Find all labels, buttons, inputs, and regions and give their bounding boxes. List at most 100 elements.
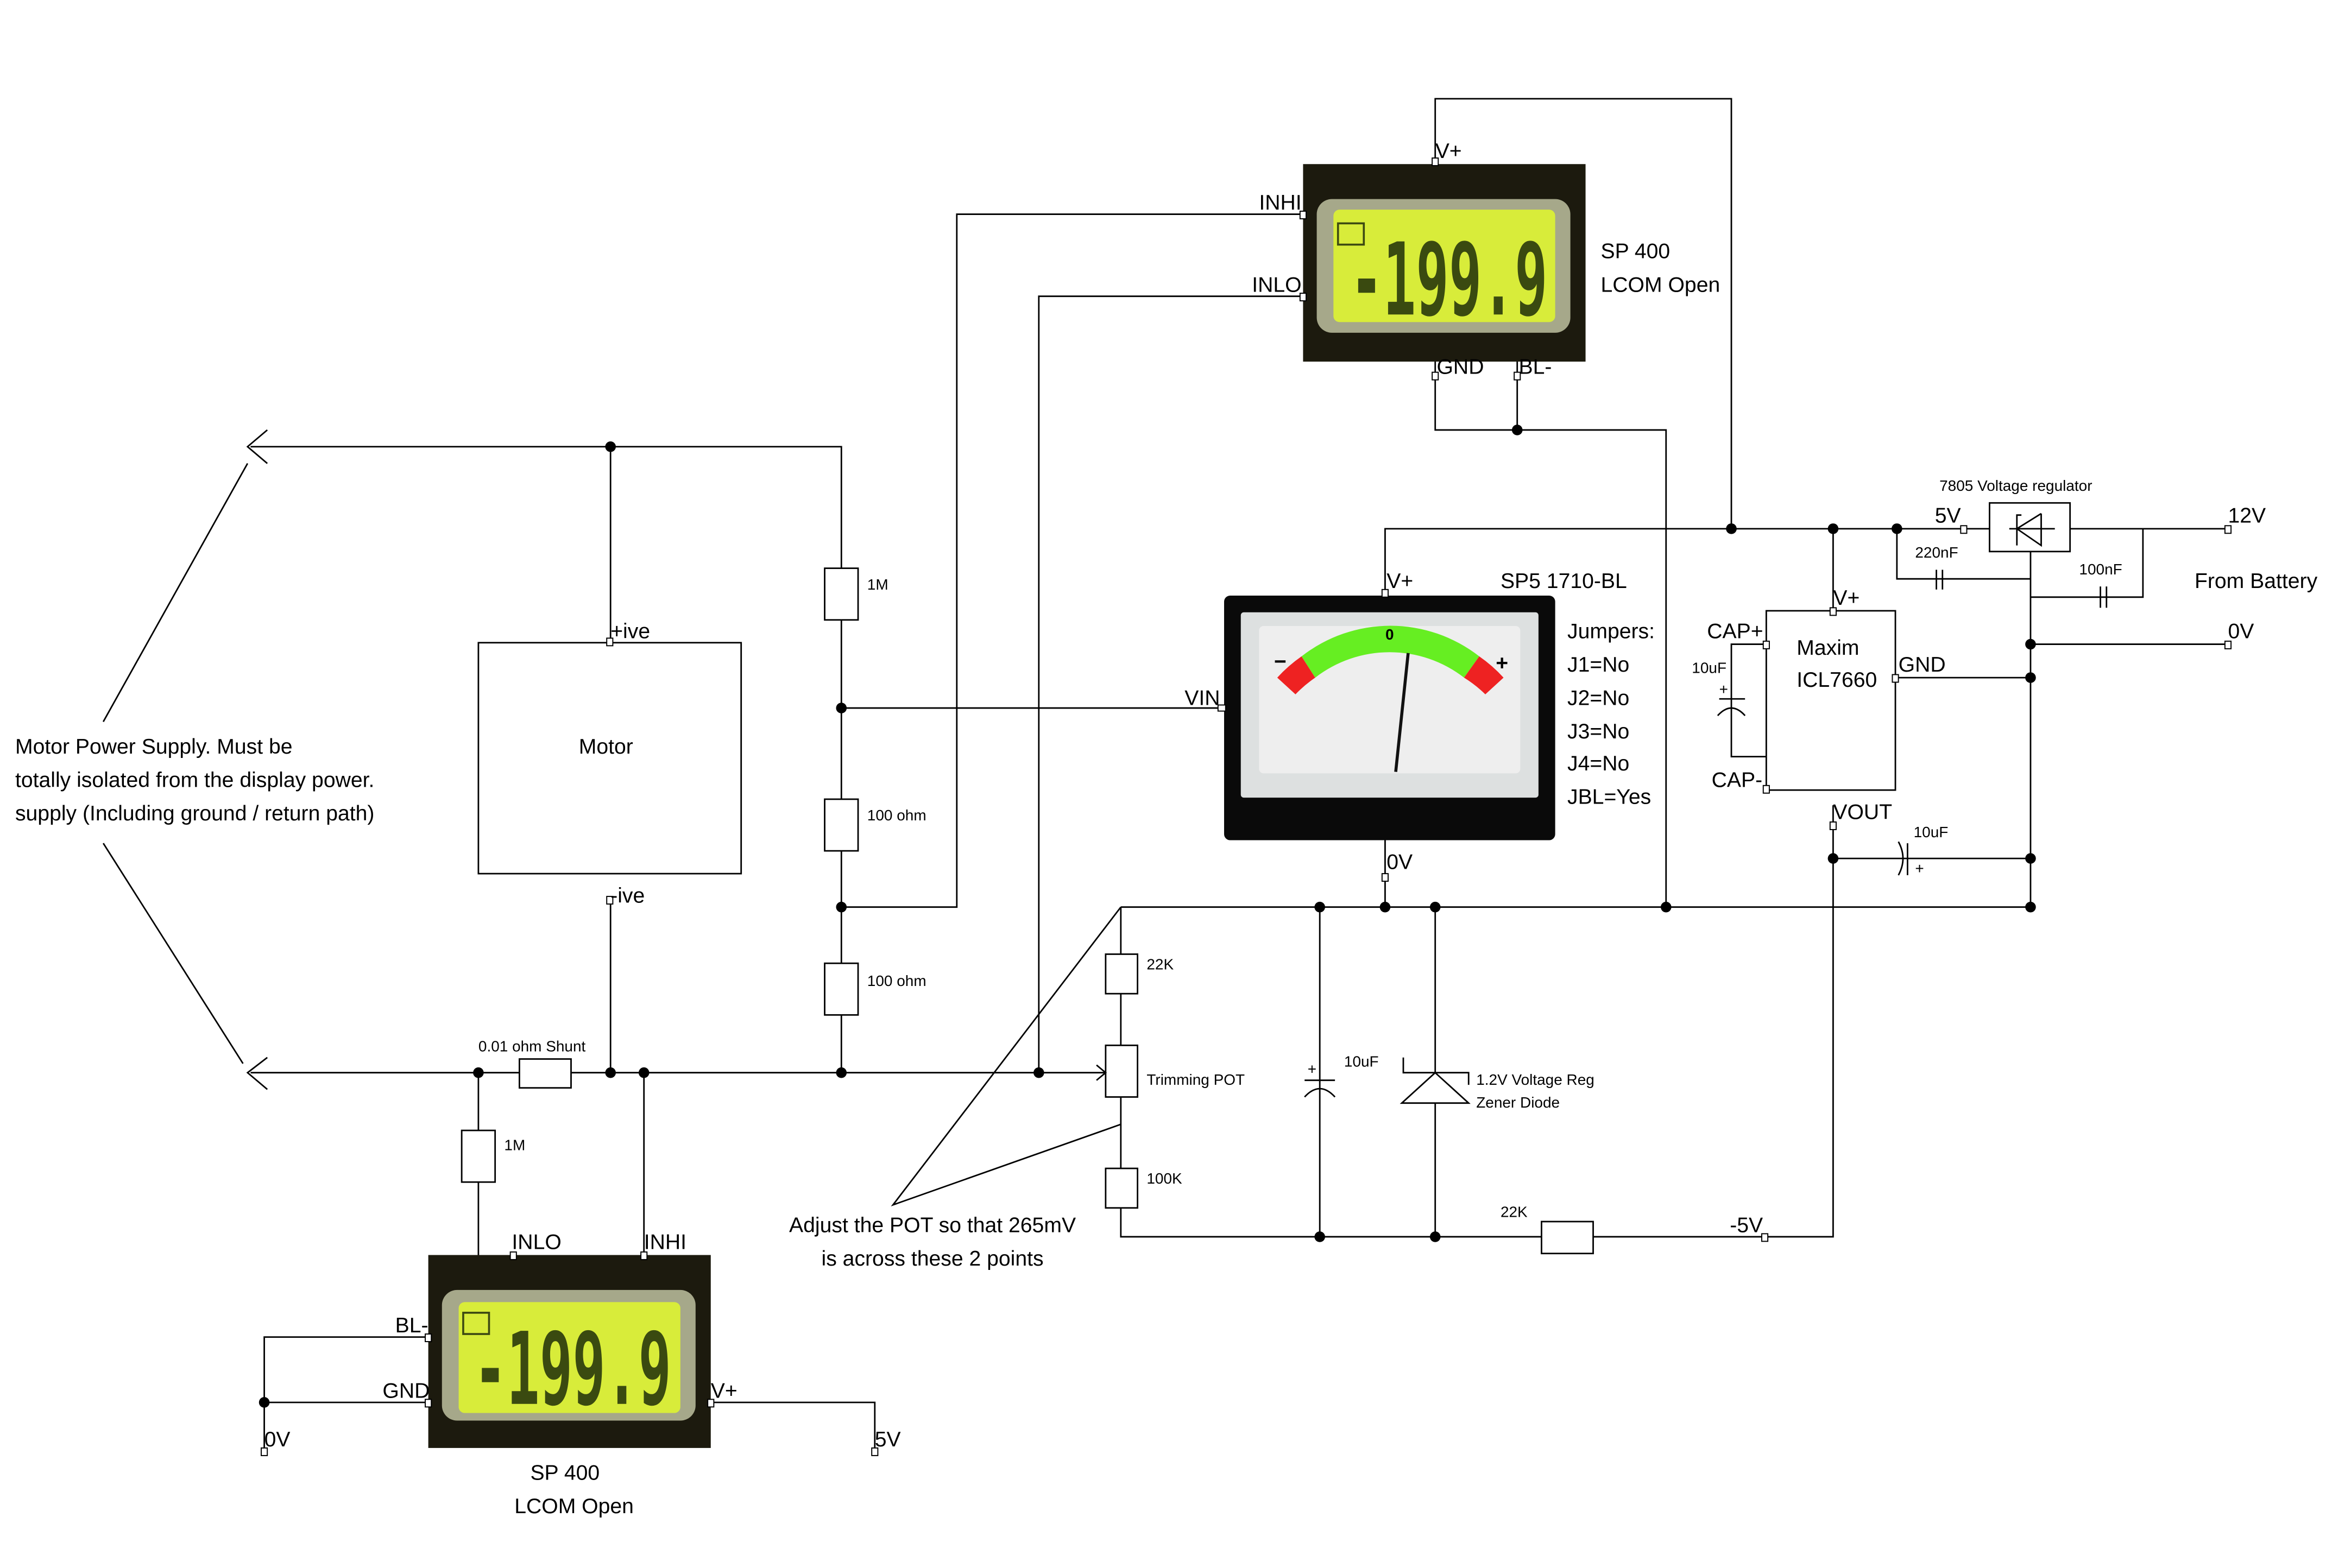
motor-label: Motor: [579, 735, 633, 758]
svg-text:Maxim: Maxim: [1797, 636, 1859, 660]
motor-block: Motor +ive -ive: [477, 619, 742, 907]
svg-text:Zener Diode: Zener Diode: [1476, 1094, 1560, 1111]
svg-text:Motor Power Supply. Must be: Motor Power Supply. Must be: [15, 735, 293, 758]
motor-neg-pin: -ive: [610, 884, 645, 907]
svg-text:CAP-: CAP-: [1712, 769, 1763, 792]
svg-text:LCOM Open: LCOM Open: [514, 1495, 634, 1518]
meter-needle: [1394, 653, 1410, 772]
battery-icon: [462, 1312, 490, 1335]
svg-text:1M: 1M: [867, 576, 888, 593]
svg-text:100 ohm: 100 ohm: [867, 972, 926, 989]
svg-text:supply (Including ground / ret: supply (Including ground / return path): [15, 802, 374, 825]
svg-text:Trimming POT: Trimming POT: [1146, 1071, 1245, 1088]
svg-text:22K: 22K: [1501, 1204, 1528, 1221]
cap-ref-10uf: + 10uF: [1304, 1053, 1379, 1098]
svg-text:+: +: [1496, 652, 1508, 675]
svg-text:10uF: 10uF: [1692, 660, 1726, 676]
lcd-top: -199.9 V+ INHI INLO GND BL- SP 400 LCOM …: [1252, 140, 1720, 381]
svg-text:INHI: INHI: [644, 1230, 686, 1254]
jumper-j3: J3=No: [1567, 720, 1629, 743]
zener-diode: 1.2V Voltage Reg Zener Diode: [1400, 1057, 1594, 1111]
svg-text:GND: GND: [1436, 355, 1484, 378]
shunt-resistor: 0.01 ohm Shunt: [478, 1038, 586, 1089]
meter-scale-green: [1301, 625, 1479, 678]
svg-text:SP5 1710-BL: SP5 1710-BL: [1501, 570, 1627, 593]
svg-text:totally isolated from the disp: totally isolated from the display power.: [15, 769, 374, 792]
svg-text:Jumpers:: Jumpers:: [1567, 619, 1655, 643]
jumper-j4: J4=No: [1567, 752, 1629, 775]
svg-text:INLO: INLO: [512, 1230, 561, 1254]
svg-text:VOUT: VOUT: [1833, 800, 1892, 824]
svg-text:V+: V+: [1435, 140, 1462, 163]
svg-text:220nF: 220nF: [1915, 544, 1958, 561]
svg-text:0V: 0V: [2228, 619, 2254, 643]
cap-out-10uf: 10uF +: [1898, 824, 1949, 877]
battery-icon: [1337, 222, 1365, 246]
svg-text:0V: 0V: [264, 1428, 291, 1451]
jumper-jbl: JBL=Yes: [1567, 785, 1651, 808]
svg-text:10uF: 10uF: [1914, 824, 1949, 840]
pot-note-line2: is across these 2 points: [822, 1247, 1044, 1270]
svg-text:-5V: -5V: [1730, 1214, 1763, 1237]
meter-scale-red-left: [1277, 656, 1315, 694]
meter-scale-red-right: [1464, 656, 1504, 694]
svg-text:LCOM Open: LCOM Open: [1601, 273, 1720, 296]
svg-text:100nF: 100nF: [2079, 561, 2122, 578]
svg-text:BL-: BL-: [1519, 355, 1552, 378]
svg-text:1.2V Voltage Reg: 1.2V Voltage Reg: [1476, 1071, 1594, 1088]
reference-network: 22K Trimming POT 100K + 10uF 1.2V Voltag…: [789, 953, 1769, 1270]
svg-text:From Battery: From Battery: [2195, 570, 2318, 593]
svg-text:GND: GND: [1899, 653, 1946, 676]
svg-text:100K: 100K: [1146, 1170, 1182, 1187]
svg-text:BL-: BL-: [395, 1314, 428, 1337]
jumper-j2: J2=No: [1567, 686, 1629, 710]
resistor-1m-bottom: 1M: [461, 1129, 525, 1183]
cap-100nf: 100nF: [2079, 561, 2122, 608]
motor-pos-pin: +ive: [610, 619, 650, 643]
resistor-100ohm-a: 100 ohm: [824, 798, 926, 852]
svg-text:0: 0: [1385, 626, 1394, 643]
cap-pump-10uf: 10uF +: [1692, 660, 1746, 717]
svg-text:7805 Voltage regulator: 7805 Voltage regulator: [1939, 477, 2092, 494]
svg-text:5V: 5V: [1935, 504, 1961, 528]
lcd-bottom-reading: -199.9: [474, 1311, 672, 1428]
regulator-7805: 7805 Voltage regulator 5V 12V From Batte…: [1915, 477, 2318, 649]
cap-220nf: 220nF: [1915, 544, 1958, 590]
svg-text:V+: V+: [1386, 570, 1413, 593]
svg-text:12V: 12V: [2228, 504, 2266, 528]
motor-supply-arrows: [246, 429, 268, 1090]
svg-text:100 ohm: 100 ohm: [867, 807, 926, 824]
svg-text:SP 400: SP 400: [1601, 240, 1671, 263]
svg-text:VIN: VIN: [1184, 686, 1220, 710]
resistor-100k: 100K: [1105, 1167, 1182, 1209]
svg-text:INLO: INLO: [1252, 273, 1301, 296]
svg-text:INHI: INHI: [1259, 191, 1301, 214]
wires: [102, 98, 2228, 1451]
svg-text:22K: 22K: [1146, 956, 1174, 972]
svg-text:0.01 ohm Shunt: 0.01 ohm Shunt: [478, 1038, 586, 1055]
svg-text:CAP+: CAP+: [1707, 619, 1763, 643]
svg-text:V+: V+: [1833, 586, 1860, 610]
svg-text:+: +: [1308, 1060, 1316, 1077]
trimming-pot: Trimming POT: [1096, 1044, 1245, 1098]
svg-text:−: −: [1274, 650, 1287, 673]
pot-note-line1: Adjust the POT so that 265mV: [789, 1214, 1076, 1237]
motor-supply-note: Motor Power Supply. Must be totally isol…: [15, 735, 374, 825]
junctions: [259, 425, 2036, 1408]
resistor-22k-series: 22K: [1501, 1204, 1594, 1255]
resistor-100ohm-b: 100 ohm: [824, 962, 926, 1016]
jumper-j1: J1=No: [1567, 653, 1629, 676]
svg-text:5V: 5V: [875, 1428, 901, 1451]
resistor-22k-top: 22K: [1105, 953, 1174, 995]
lcd-top-reading: -199.9: [1350, 222, 1548, 338]
svg-text:0V: 0V: [1386, 851, 1413, 874]
svg-text:1M: 1M: [504, 1136, 525, 1153]
icl7660: Maxim ICL7660 V+ CAP+ CAP- GND VOUT 10uF…: [1692, 586, 1948, 877]
svg-text:+: +: [1915, 860, 1924, 877]
svg-text:V+: V+: [711, 1380, 738, 1403]
analog-meter: 0 − + V+ VIN 0V SP5 1710-BL Jumpers: J1=…: [1184, 570, 1655, 882]
svg-text:GND: GND: [382, 1380, 430, 1403]
svg-text:10uF: 10uF: [1344, 1053, 1379, 1070]
svg-text:ICL7660: ICL7660: [1797, 668, 1877, 692]
